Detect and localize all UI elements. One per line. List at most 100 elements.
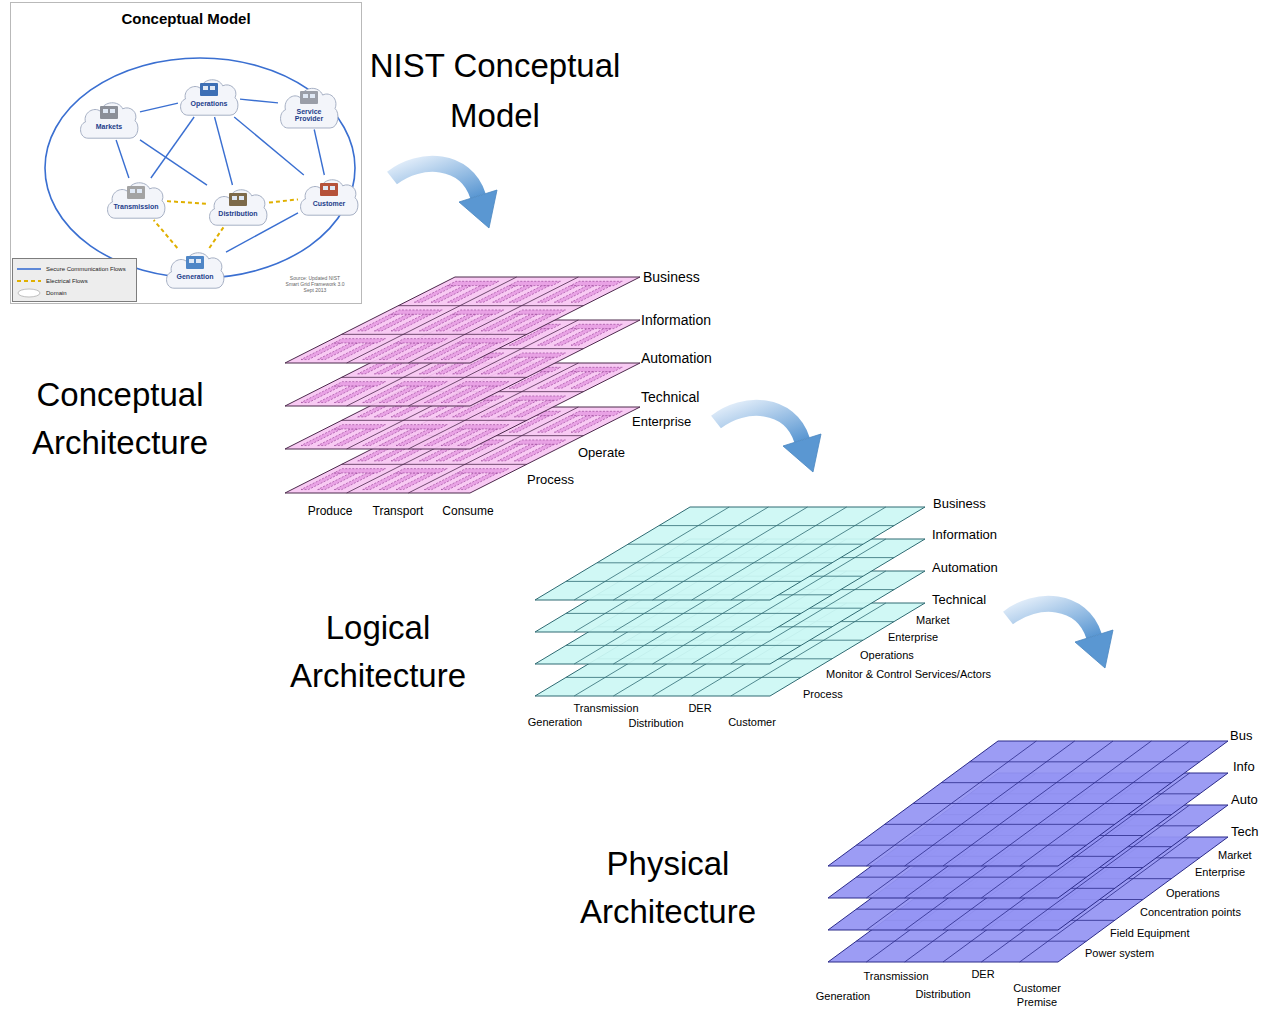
- function-bar: [514, 400, 554, 417]
- domain-icon: [300, 91, 318, 104]
- layer-label: Tech: [1231, 824, 1258, 840]
- icon-window: [203, 86, 208, 90]
- legend-text: Electrical Flows: [46, 278, 88, 284]
- layer-label: Operations: [1166, 887, 1220, 900]
- cloud-outline: [210, 190, 267, 225]
- flow-arrow: [1008, 604, 1113, 668]
- arrow-head: [783, 434, 821, 472]
- cloud-shape: [278, 83, 340, 130]
- function-bar: [396, 469, 448, 473]
- cloud-outline: [281, 88, 338, 128]
- conceptual-layer: [285, 277, 640, 363]
- grid-line: [970, 761, 1200, 762]
- communication-flow: [140, 140, 207, 185]
- section-title: Physical Architecture: [543, 840, 793, 936]
- section-title: Logical Architecture: [258, 604, 498, 700]
- cloud-shape: [298, 175, 360, 217]
- layer-label: Business: [933, 496, 986, 512]
- function-bar: [571, 411, 623, 415]
- cloud-outline: [108, 183, 165, 218]
- cloud-shape: [164, 248, 226, 290]
- cloud-path: [81, 103, 138, 138]
- function-bar: [457, 425, 509, 429]
- function-bar: [334, 382, 386, 386]
- layer-label: Enterprise: [1195, 866, 1245, 879]
- grid-line: [566, 677, 801, 678]
- icon-window: [303, 94, 308, 98]
- communication-flow: [314, 130, 324, 176]
- icon-body: [200, 83, 218, 96]
- layer-label: Technical: [641, 389, 699, 406]
- layer-label: Monitor & Control Services/Actors: [826, 668, 991, 681]
- layer-label: Operations: [860, 649, 914, 662]
- layer-label: Transmission: [864, 970, 929, 983]
- layer-label: Produce: [308, 504, 353, 518]
- legend-item: Secure Communication Flows: [16, 263, 133, 275]
- icon-window: [103, 109, 108, 113]
- icon-window: [330, 186, 335, 190]
- function-bar: [514, 444, 554, 461]
- legend-text: Domain: [46, 290, 67, 296]
- physical-layer-stack: [828, 741, 1228, 962]
- layer-label: Customer: [728, 716, 776, 729]
- layer-label: Field Equipment: [1110, 927, 1190, 940]
- grid-line: [731, 507, 886, 600]
- icon-body: [127, 186, 145, 199]
- legend-sample: [16, 264, 42, 274]
- layer-label: DER: [688, 702, 711, 715]
- layer-label: Concentration points: [1140, 906, 1241, 919]
- layer-label: Power system: [1085, 947, 1154, 960]
- domain-cloud: Operations: [178, 75, 240, 117]
- icon-body: [100, 106, 118, 119]
- grid-line: [856, 941, 1086, 942]
- grid-line: [856, 845, 1086, 846]
- function-bar: [447, 281, 499, 285]
- grid-line: [692, 507, 847, 600]
- function-bar: [571, 367, 623, 371]
- function-bar: [458, 473, 498, 490]
- domain-label: Customer: [304, 200, 354, 208]
- icon-body: [186, 256, 204, 269]
- domain-label: Service Provider: [284, 108, 334, 123]
- grid-line: [574, 507, 729, 600]
- physical-layer: [828, 741, 1228, 866]
- grid-line: [398, 305, 583, 306]
- function-bar: [514, 314, 554, 331]
- grid-line: [342, 420, 527, 421]
- conceptual-layer-stack: [285, 277, 640, 493]
- legend-item: Electrical Flows: [16, 275, 133, 287]
- layer-label: Distribution: [915, 988, 970, 1001]
- function-bar: [391, 310, 443, 314]
- grid-line: [613, 507, 768, 600]
- source-note: Source: Updated NIST Smart Grid Framewor…: [283, 275, 347, 293]
- function-bar: [514, 440, 566, 444]
- icon-body: [300, 91, 318, 104]
- icon-window: [310, 94, 315, 98]
- icon-window: [196, 259, 201, 263]
- flow-arrow: [392, 164, 497, 228]
- section-title: NIST Conceptual Model: [345, 41, 645, 140]
- domain-cloud: Service Provider: [278, 83, 340, 130]
- grid-line: [566, 613, 801, 614]
- arrow-head: [1075, 630, 1113, 668]
- function-bar: [514, 310, 566, 314]
- icon-window: [210, 86, 215, 90]
- domain-cloud: Distribution: [207, 185, 269, 227]
- function-bar: [396, 382, 448, 386]
- electrical-flow: [269, 199, 298, 202]
- arrow-head: [459, 190, 497, 228]
- layer-label: Operate: [578, 445, 625, 461]
- layer-label: Information: [641, 312, 711, 329]
- icon-window: [239, 196, 244, 200]
- layer-label: Process: [803, 688, 843, 701]
- frame-title: Conceptual Model: [11, 10, 361, 27]
- electrical-flow: [167, 201, 207, 204]
- grid-line: [885, 824, 1115, 825]
- electrical-flow: [209, 227, 223, 248]
- function-bar: [509, 281, 561, 285]
- grid-line: [342, 377, 527, 378]
- cloud-outline: [81, 103, 138, 138]
- communication-flow: [116, 140, 129, 178]
- domain-cloud: Customer: [298, 175, 360, 217]
- layer-label: Process: [527, 472, 574, 488]
